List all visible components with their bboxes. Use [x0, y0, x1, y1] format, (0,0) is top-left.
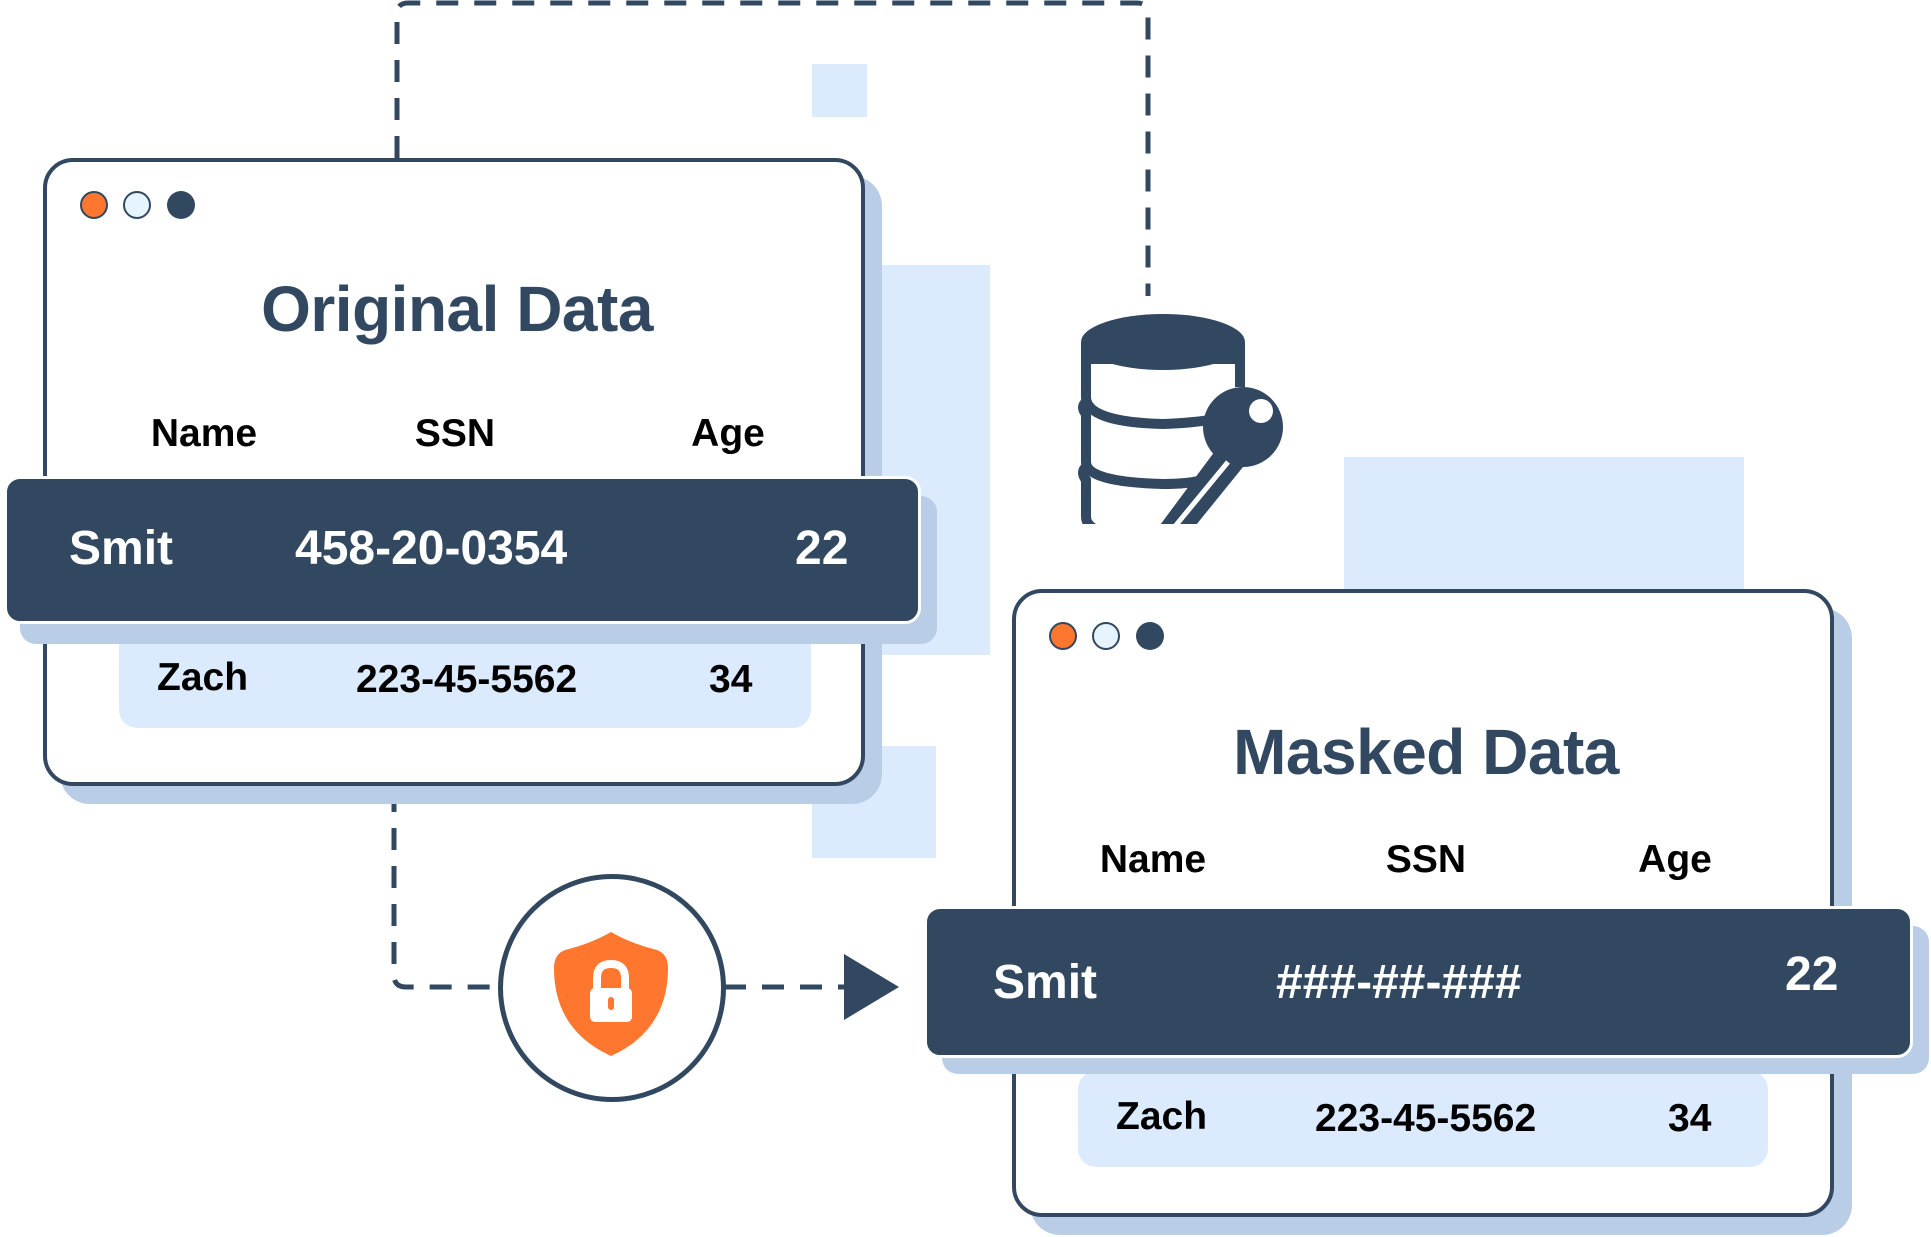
- header-ssn: SSN: [1385, 838, 1467, 881]
- masked-title: Masked Data: [1233, 716, 1619, 788]
- cell-ssn: 223-45-5562: [1315, 1097, 1537, 1140]
- database-key-icon: [1078, 314, 1283, 524]
- cell-name: Smit: [69, 522, 174, 575]
- window-dot-close[interactable]: [80, 191, 108, 219]
- arrow-right-icon: [844, 954, 899, 1020]
- cell-age: 22: [1785, 948, 1839, 1001]
- cell-age: 34: [1668, 1097, 1712, 1140]
- header-name: Name: [150, 412, 258, 455]
- table-row: Zach 223-45-5562 34: [119, 628, 811, 728]
- cell-age: 34: [709, 658, 753, 701]
- header-age: Age: [1638, 838, 1712, 881]
- window-dot-maximize[interactable]: [167, 191, 195, 219]
- shield-circle: [498, 874, 726, 1102]
- window-dot-close[interactable]: [1049, 622, 1077, 650]
- window-dot-maximize[interactable]: [1136, 622, 1164, 650]
- table-row: Zach 223-45-5562 34: [1078, 1071, 1768, 1167]
- cell-ssn: 223-45-5562: [356, 658, 578, 701]
- cell-name: Zach: [157, 656, 249, 699]
- table-row-highlighted: Smit ###-##-### 22: [924, 906, 1913, 1058]
- original-title: Original Data: [261, 273, 653, 345]
- table-row-highlighted: Smit 458-20-0354 22: [4, 476, 921, 624]
- cell-name: Smit: [993, 956, 1098, 1009]
- header-name: Name: [1099, 838, 1207, 881]
- masked-data-window: Masked Data Name SSN Age Zach 223-45-556…: [1012, 589, 1834, 1217]
- decor-rect-4: [1344, 457, 1744, 597]
- cell-name: Zach: [1116, 1095, 1208, 1138]
- window-dot-minimize[interactable]: [123, 191, 151, 219]
- header-ssn: SSN: [414, 412, 496, 455]
- cell-ssn: 458-20-0354: [295, 522, 568, 575]
- bottom-dashed-connector: [391, 790, 500, 990]
- original-data-window: Original Data Name SSN Age Zach 223-45-5…: [43, 158, 865, 786]
- cell-age: 22: [795, 522, 849, 575]
- window-dot-minimize[interactable]: [1092, 622, 1120, 650]
- shield-lock-icon: [554, 932, 668, 1056]
- decor-rect-1: [812, 64, 867, 117]
- header-age: Age: [691, 412, 765, 455]
- cell-ssn: ###-##-###: [1276, 956, 1522, 1009]
